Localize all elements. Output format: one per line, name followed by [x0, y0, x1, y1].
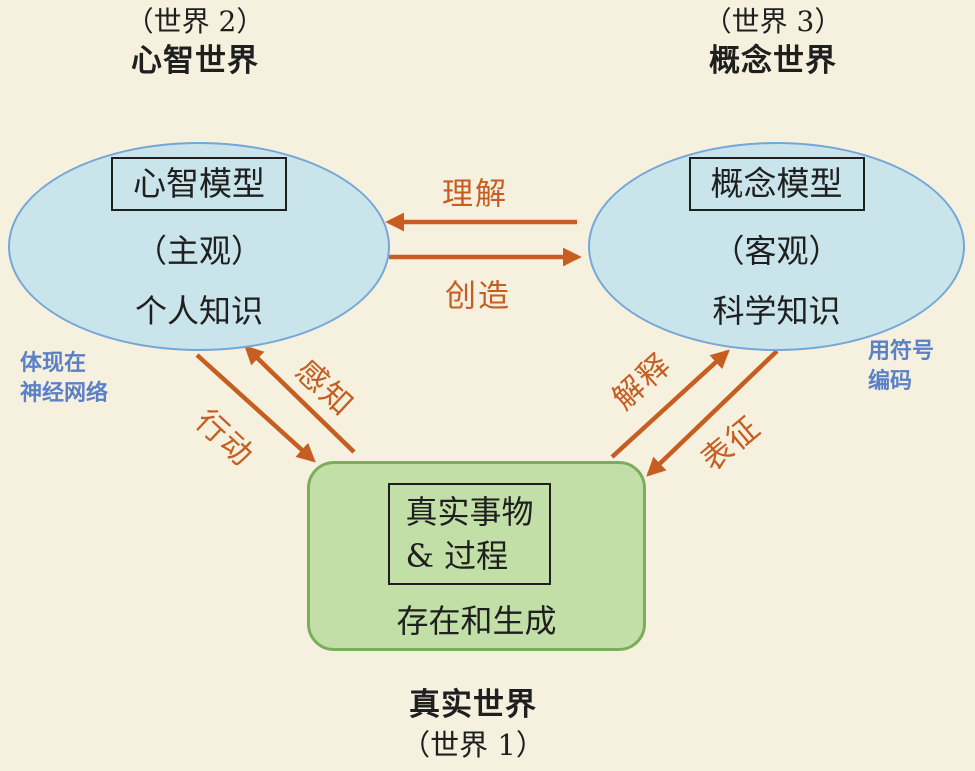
left-note-line2: 神经网络: [20, 381, 109, 406]
neural-network-note: 体现在 神经网络: [20, 349, 108, 409]
right-note-line2: 编码: [868, 369, 913, 394]
symbol-encoding-note: 用符号 编码: [868, 337, 934, 397]
world1-subtitle: （世界 1）: [401, 727, 545, 762]
world3-title-block: （世界 3） 概念世界: [668, 4, 878, 81]
world2-title-block: （世界 2） 心智世界: [90, 4, 300, 81]
real-things-line2: & 过程: [405, 537, 509, 576]
world1-title: 真实世界: [409, 687, 537, 723]
real-things-box: 真实事物 & 过程: [388, 483, 551, 586]
concept-quality-label: （客观）: [712, 231, 841, 270]
real-caption: 存在和生成: [396, 602, 557, 641]
world2-title: 心智世界: [131, 43, 259, 79]
world3-subtitle: （世界 3）: [703, 5, 843, 38]
understand-label: 理解: [442, 176, 508, 213]
represent-label: 表征: [694, 408, 769, 479]
real-things-line1: 真实事物: [405, 493, 534, 531]
mental-model-box: 心智模型: [111, 157, 287, 211]
concept-knowledge-label: 科学知识: [712, 291, 841, 330]
world2-subtitle: （世界 2）: [125, 5, 265, 38]
world3-title: 概念世界: [709, 43, 837, 79]
concept-model-box: 概念模型: [688, 157, 865, 211]
perceive-label: 感知: [288, 352, 362, 425]
create-label: 创造: [445, 278, 511, 315]
mental-knowledge-label: 个人知识: [134, 291, 263, 330]
world1-title-block: 真实世界 （世界 1）: [368, 686, 578, 763]
mental-world-ellipse: 心智模型 （主观） 个人知识: [8, 142, 390, 351]
left-note-line1: 体现在: [20, 351, 87, 376]
interpret-label: 解释: [605, 346, 679, 418]
mental-quality-label: （主观）: [134, 231, 263, 270]
right-note-line1: 用符号: [868, 339, 935, 364]
act-label: 行动: [188, 402, 262, 475]
watermark-fragment: [841, 766, 971, 771]
real-world-box: 真实事物 & 过程 存在和生成: [307, 461, 646, 651]
concept-world-ellipse: 概念模型 （客观） 科学知识: [588, 142, 965, 351]
